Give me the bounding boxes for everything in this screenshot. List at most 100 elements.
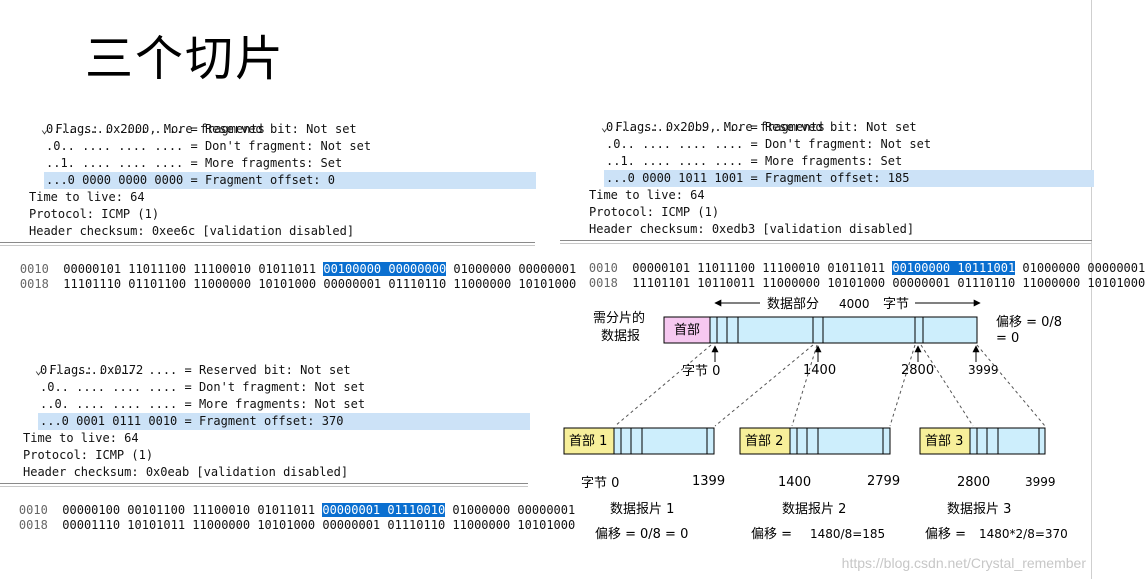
frag3-name: 数据报片 3 bbox=[947, 502, 1011, 517]
marker-arrows bbox=[711, 345, 980, 362]
frag3-start-label: 2800 bbox=[957, 475, 990, 490]
bytes-unit-label: 字节 bbox=[883, 297, 909, 312]
flags-tree-item[interactable]: ⌄ Flags: 0x20b9, More fragments bbox=[600, 120, 825, 134]
checksum-item[interactable]: Header checksum: 0x0eab [validation disa… bbox=[23, 465, 349, 479]
byte0-top-label: 字节 0 bbox=[682, 364, 720, 379]
frag2-end-label: 2799 bbox=[867, 474, 900, 489]
checksum-item[interactable]: Header checksum: 0xee6c [validation disa… bbox=[29, 224, 355, 238]
hex-bytes-selected: 00100000 10111001 bbox=[892, 261, 1016, 275]
flag-bit-fragment-offset[interactable]: ...0 0001 0111 0010 = Fragment offset: 3… bbox=[38, 413, 530, 430]
hex-bytes-selected: 00000001 01110010 bbox=[322, 503, 446, 517]
hex-row[interactable]: 0018 11101110 01101100 11000000 10101000… bbox=[0, 262, 576, 291]
flag-bit-dont-fragment[interactable]: .0.. .... .... .... = Don't fragment: No… bbox=[46, 139, 372, 153]
top-offset-label: 偏移 = 0/8 bbox=[996, 315, 1062, 330]
hex-row[interactable]: 0010 00000101 11011100 11100010 01011011… bbox=[560, 246, 1145, 275]
frag2-dividers bbox=[796, 428, 884, 454]
ttl-item[interactable]: Time to live: 64 bbox=[29, 190, 145, 204]
pane-divider bbox=[560, 243, 1092, 244]
top-header-box bbox=[663, 316, 711, 344]
hex-bytes-selected: 00100000 00000000 bbox=[323, 262, 447, 276]
frag2-data-box bbox=[789, 427, 891, 455]
checksum-item[interactable]: Header checksum: 0xedb3 [validation disa… bbox=[589, 222, 915, 236]
frag3-end-label: 3999 bbox=[1025, 475, 1056, 489]
hex-offset: 0010 bbox=[19, 262, 49, 276]
flag-bit-more-fragments[interactable]: ..1. .... .... .... = More fragments: Se… bbox=[46, 156, 343, 170]
frag3-offset-value: 1480*2/8=370 bbox=[979, 527, 1068, 541]
mark-1400-top: 1400 bbox=[803, 363, 836, 378]
frag1-header-box bbox=[563, 427, 615, 455]
frag1-dividers bbox=[620, 428, 708, 454]
flags-tree-item[interactable]: ⌄ Flags: 0x0172 bbox=[34, 363, 144, 377]
mark-3999-top: 3999 bbox=[968, 363, 999, 377]
protocol-item[interactable]: Protocol: ICMP (1) bbox=[29, 207, 160, 221]
frag2-offset-label: 偏移 = bbox=[751, 527, 792, 542]
projection-lines bbox=[614, 344, 1046, 427]
frag2-start-label: 1400 bbox=[778, 475, 811, 490]
flags-tree-item[interactable]: ⌄ Flags: 0x2000, More fragments bbox=[40, 122, 265, 136]
protocol-item[interactable]: Protocol: ICMP (1) bbox=[23, 448, 154, 462]
flag-bit-more-fragments[interactable]: ..0. .... .... .... = More fragments: No… bbox=[40, 397, 366, 411]
pane-divider bbox=[0, 483, 528, 484]
flag-bit-dont-fragment[interactable]: .0.. .... .... .... = Don't fragment: No… bbox=[40, 380, 366, 394]
frag1-name: 数据报片 1 bbox=[610, 502, 674, 517]
flag-bit-fragment-offset[interactable]: ...0 0000 1011 1001 = Fragment offset: 1… bbox=[604, 170, 1094, 187]
data-size-label: 4000 bbox=[839, 297, 870, 311]
pane-divider bbox=[0, 242, 535, 243]
pane-divider bbox=[0, 245, 535, 246]
chevron-down-icon[interactable]: ⌄ bbox=[40, 122, 56, 136]
hex-offset: 0010 bbox=[18, 503, 48, 517]
hex-bytes: 11101101 10110011 11000000 10101000 0000… bbox=[632, 276, 1145, 290]
hex-row[interactable]: 0018 11101101 10110011 11000000 10101000… bbox=[560, 261, 1145, 290]
frag3-dividers bbox=[976, 428, 1040, 454]
frag1-header-label: 首部 1 bbox=[569, 434, 607, 449]
frag2-offset-value: 1480/8=185 bbox=[810, 527, 885, 541]
need-fragment-label: 需分片的 bbox=[593, 310, 645, 326]
hex-offset: 0018 bbox=[19, 277, 49, 291]
chevron-down-icon[interactable]: ⌄ bbox=[600, 120, 616, 134]
hex-bytes: 01000000 00000001 bbox=[446, 262, 577, 276]
pane-divider bbox=[0, 486, 528, 487]
hex-offset: 0018 bbox=[18, 518, 48, 532]
ttl-item[interactable]: Time to live: 64 bbox=[589, 188, 705, 202]
protocol-item[interactable]: Protocol: ICMP (1) bbox=[589, 205, 720, 219]
fragmentation-diagram: 数据部分 4000 字节 需分片的 数据报 首部 偏移 = 0/8 = 0 字节… bbox=[563, 297, 1068, 542]
flag-bit-more-fragments[interactable]: ..1. .... .... .... = More fragments: Se… bbox=[606, 154, 903, 168]
frag1-offset-label: 偏移 = bbox=[595, 527, 636, 542]
top-offset-value: = 0 bbox=[996, 331, 1019, 346]
hex-row[interactable]: 0010 00000101 11011100 11100010 01011011… bbox=[0, 247, 576, 276]
hex-bytes: 11101110 01101100 11000000 10101000 0000… bbox=[63, 277, 577, 291]
hex-bytes: 01000000 00000001 bbox=[1015, 261, 1145, 275]
flag-bit-reserved[interactable]: 0... .... .... .... = Reserved bit: Not … bbox=[606, 120, 917, 134]
hex-offset: 0018 bbox=[588, 276, 618, 290]
slide-title: 三个切片 bbox=[85, 31, 286, 87]
hex-bytes: 00000100 00101100 11100010 01011011 bbox=[62, 503, 323, 517]
top-data-box bbox=[709, 316, 978, 344]
pane-divider bbox=[560, 240, 1092, 241]
watermark: https://blog.csdn.net/Crystal_remember bbox=[841, 555, 1086, 571]
frag3-data-box bbox=[969, 427, 1046, 455]
hex-row[interactable]: 0018 00001110 10101011 11000000 10101000… bbox=[0, 503, 575, 532]
datagram-label: 数据报 bbox=[601, 329, 640, 344]
data-part-label: 数据部分 bbox=[767, 297, 819, 312]
hex-bytes: 00000101 11011100 11100010 01011011 bbox=[63, 262, 324, 276]
packet-panel-2: ⌄ Flags: 0x20b9, More fragments 0... ...… bbox=[560, 102, 1145, 290]
frag1-offset-value: 0/8 = 0 bbox=[640, 527, 688, 542]
hex-bytes: 01000000 00000001 bbox=[445, 503, 576, 517]
hex-offset: 0010 bbox=[588, 261, 618, 275]
flag-bit-dont-fragment[interactable]: .0.. .... .... .... = Don't fragment: No… bbox=[606, 137, 932, 151]
flag-bit-reserved[interactable]: 0... .... .... .... = Reserved bit: Not … bbox=[40, 363, 351, 377]
frag1-start-label: 字节 0 bbox=[581, 476, 619, 491]
frag3-header-label: 首部 3 bbox=[925, 434, 963, 449]
frag1-data-box bbox=[613, 427, 715, 455]
packet-panel-1: ⌄ Flags: 0x2000, More fragments 0... ...… bbox=[0, 104, 576, 291]
top-header-label: 首部 bbox=[674, 323, 700, 338]
chevron-down-icon[interactable]: ⌄ bbox=[34, 363, 50, 377]
flag-bit-fragment-offset[interactable]: ...0 0000 0000 0000 = Fragment offset: 0 bbox=[44, 172, 536, 189]
hex-row[interactable]: 0010 00000100 00101100 11100010 01011011… bbox=[0, 488, 575, 517]
flag-bit-reserved[interactable]: 0... .... .... .... = Reserved bit: Not … bbox=[46, 122, 357, 136]
frag1-end-label: 1399 bbox=[692, 474, 725, 489]
top-data-dividers bbox=[716, 317, 924, 343]
ttl-item[interactable]: Time to live: 64 bbox=[23, 431, 139, 445]
packet-panel-3: ⌄ Flags: 0x0172 0... .... .... .... = Re… bbox=[0, 345, 575, 532]
hex-bytes: 00001110 10101011 11000000 10101000 0000… bbox=[62, 518, 576, 532]
